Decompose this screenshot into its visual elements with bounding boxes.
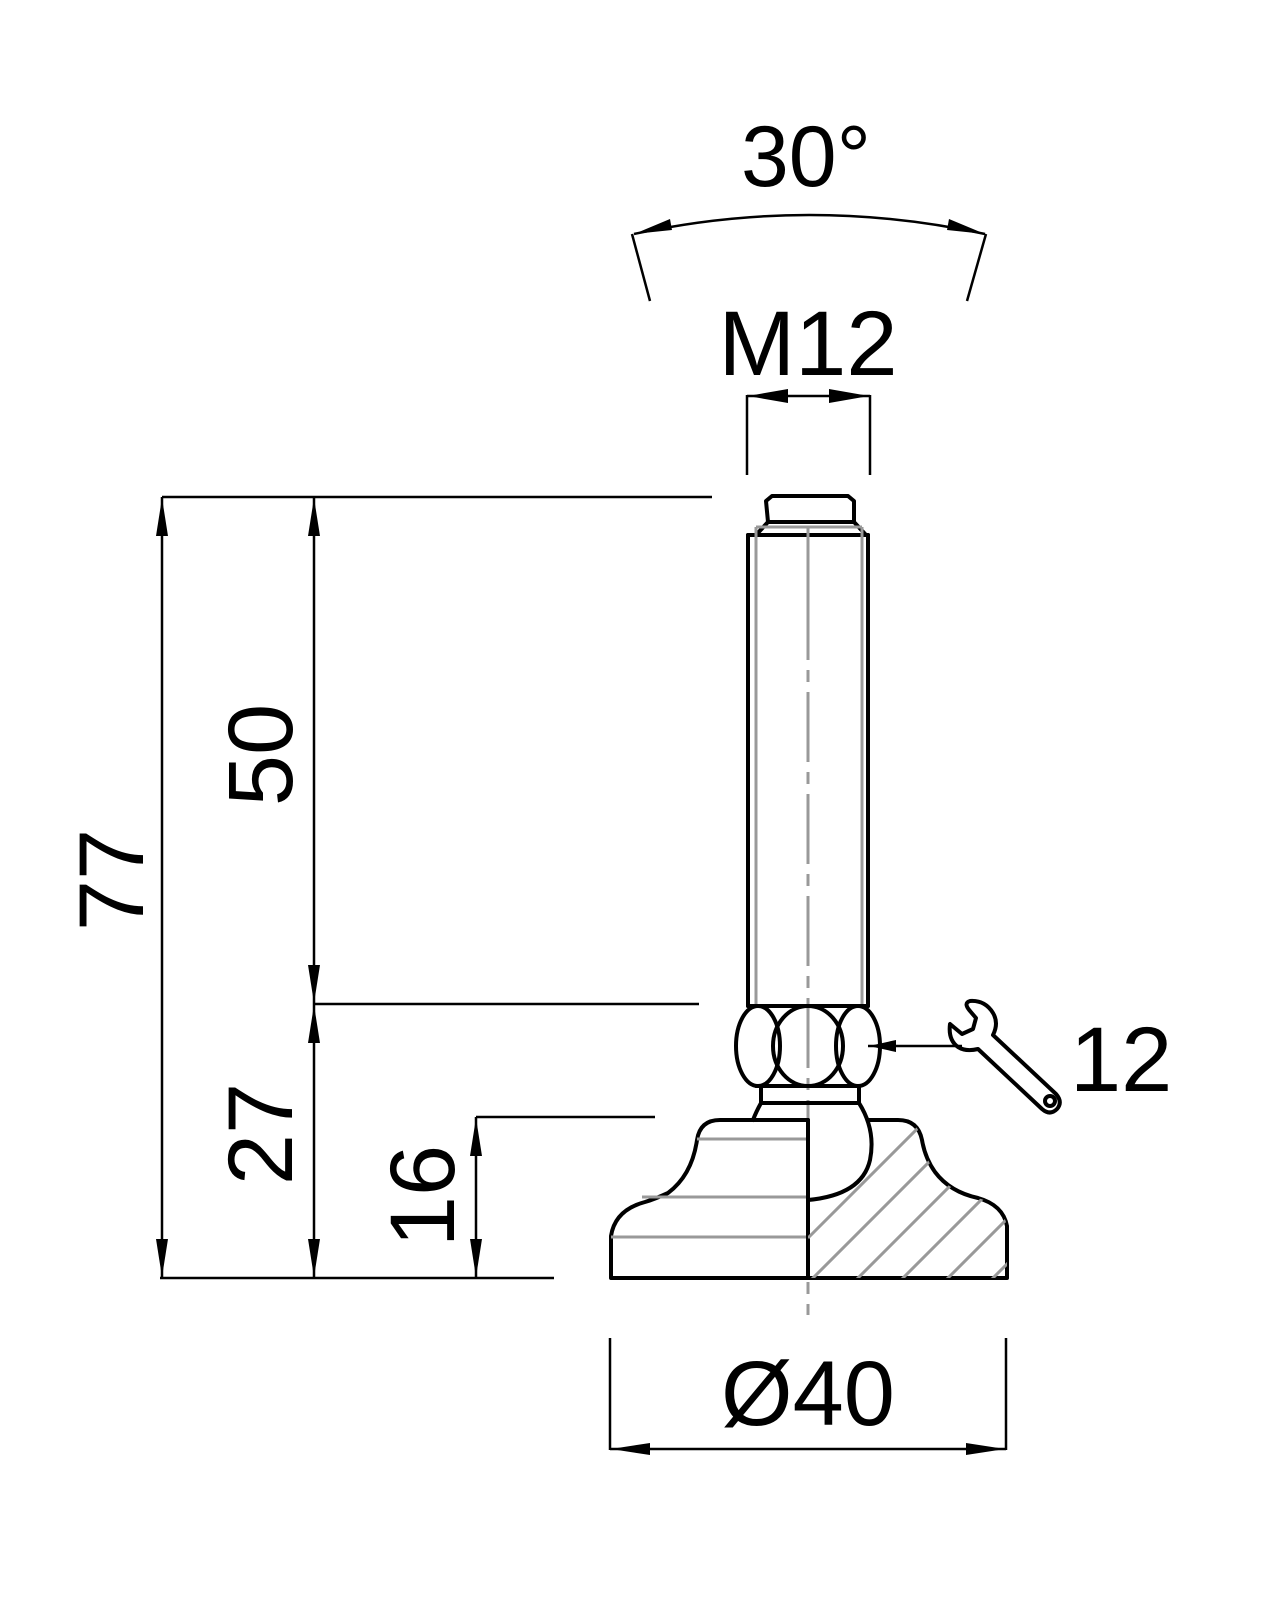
arrowhead bbox=[634, 219, 672, 234]
stud-chamfer-top bbox=[764, 494, 856, 524]
arrowhead bbox=[156, 1239, 168, 1277]
pad-height-label: 16 bbox=[372, 1145, 474, 1247]
arrowhead bbox=[869, 1040, 896, 1052]
base-diameter-label: Ø40 bbox=[721, 1343, 895, 1445]
angle-label: 30° bbox=[741, 109, 871, 205]
threaded-stud bbox=[746, 494, 870, 1008]
overall-height-label: 77 bbox=[61, 829, 163, 931]
neck-collar bbox=[759, 1084, 861, 1105]
base-height-label: 27 bbox=[210, 1083, 312, 1185]
wrench-callout: 12 bbox=[868, 998, 1172, 1115]
arrowhead bbox=[829, 389, 869, 403]
arrowhead bbox=[156, 498, 168, 536]
wrench-icon bbox=[947, 998, 1062, 1115]
arrowhead bbox=[611, 1443, 650, 1455]
angle-arc bbox=[633, 213, 986, 236]
base-height-dimension: 27 bbox=[210, 1004, 320, 1278]
thread-length-label: 50 bbox=[210, 704, 312, 806]
arrowhead bbox=[470, 1118, 482, 1156]
overall-height-dimension: 77 bbox=[61, 497, 168, 1278]
section-hatching bbox=[808, 1120, 1007, 1278]
base-foot bbox=[609, 1118, 1009, 1280]
neck-left-curve bbox=[751, 1101, 763, 1122]
base-diameter-dimension: Ø40 bbox=[608, 1338, 1008, 1455]
angle-dimension: 30° bbox=[630, 109, 988, 302]
pad-height-dimension: 16 bbox=[372, 1117, 482, 1278]
arrowhead bbox=[308, 965, 320, 1003]
arrowhead bbox=[308, 1239, 320, 1277]
thread-label: M12 bbox=[719, 293, 898, 395]
arrowhead bbox=[308, 1005, 320, 1043]
angle-extension-right bbox=[965, 233, 988, 302]
nut-face-left bbox=[734, 1004, 782, 1088]
thread-length-dimension: 50 bbox=[210, 497, 320, 1004]
ball-joint-neck bbox=[751, 1084, 874, 1202]
wrench-size-label: 12 bbox=[1070, 1009, 1172, 1111]
thread-dimension: M12 bbox=[719, 293, 898, 475]
arrowhead bbox=[748, 389, 788, 403]
arrowhead bbox=[966, 1443, 1005, 1455]
arrowhead bbox=[947, 219, 985, 234]
arrowhead bbox=[470, 1239, 482, 1277]
arrowhead bbox=[308, 498, 320, 536]
angle-extension-left bbox=[630, 233, 652, 302]
